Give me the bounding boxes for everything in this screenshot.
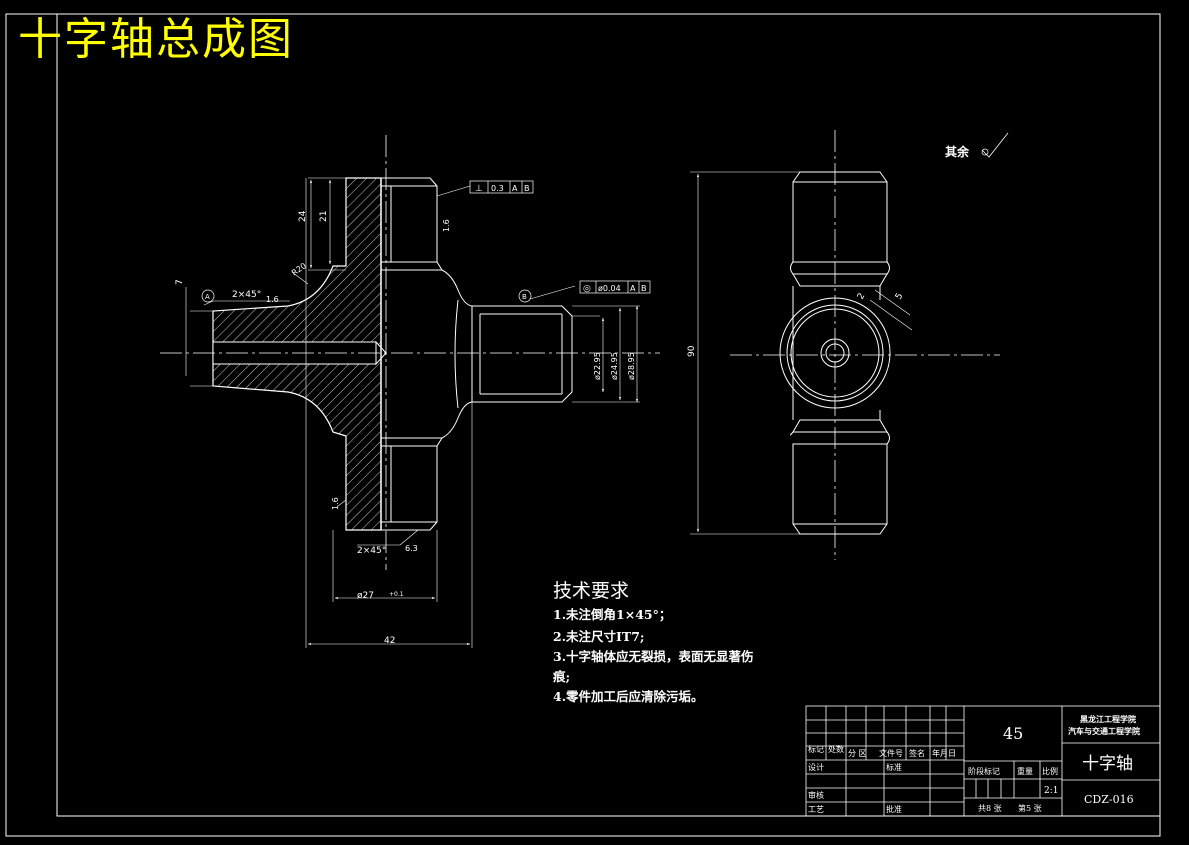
tb-sheet-no: 第5 张: [1018, 803, 1042, 813]
tech-req-line-2: 2.未注尺寸IT7;: [553, 629, 645, 644]
gdt-conc-ref-b: B: [641, 284, 647, 293]
dim-phi22: ø22.95: [593, 352, 602, 380]
dim-roughness-3: 1.6: [331, 497, 340, 510]
datum-a-label: A: [205, 293, 210, 301]
tb-part-name: 十字轴: [1082, 754, 1133, 774]
roughness-note: 其余: [945, 144, 970, 159]
dim-phi27-tol: +0.1: [389, 591, 404, 598]
dim-phi27: ø27: [357, 591, 374, 601]
tb-school: 黑龙江工程学院: [1080, 714, 1136, 724]
gdt-perp-value: 0.3: [491, 184, 504, 193]
dim-r2: 2: [856, 292, 868, 302]
tb-drawing-no: CDZ-016: [1084, 793, 1134, 806]
gdt-conc-symbol: ◎: [583, 284, 591, 294]
tech-req-line-3: 3.十字轴体应无裂损，表面无显著伤: [553, 649, 754, 664]
gdt-perp-symbol: ⊥: [475, 184, 483, 194]
outer-border: [5, 13, 1161, 837]
tb-weight: 重量: [1017, 766, 1033, 776]
gdt-conc-value: ø0.04: [598, 284, 621, 293]
dim-r20: R20: [290, 261, 308, 277]
gdt-perp-ref-a: A: [512, 184, 518, 193]
dim-24: 24: [298, 210, 308, 222]
tb-doc-no: 文件号: [879, 748, 903, 758]
tech-req-line-1: 1.未注倒角1×45°；: [553, 607, 672, 622]
gdt-perpendicularity-frame: [469, 180, 534, 194]
tb-zone: 分 区: [848, 749, 867, 758]
tb-review: 审核: [808, 790, 824, 800]
tb-stage: 阶段标记: [968, 766, 1000, 776]
tb-approve: 批准: [886, 804, 902, 814]
datum-b-label: B: [522, 293, 527, 301]
dim-phi28: ø28.95: [627, 352, 636, 380]
drawing-title: 十字轴总成图: [18, 14, 294, 65]
title-block-grid: [805, 705, 1161, 817]
dim-7: 7: [175, 279, 185, 285]
tb-count: 处数: [828, 744, 844, 754]
tb-mark: 标记: [808, 744, 824, 754]
dim-42: 42: [384, 636, 395, 646]
tb-date: 年月日: [932, 748, 956, 758]
dim-chamfer-bottom: 2×45°: [357, 546, 386, 556]
dim-90: 90: [687, 345, 697, 357]
section-view: [160, 135, 660, 648]
gdt-perp-ref-b: B: [524, 184, 530, 193]
tb-sheets-total: 共8 张: [978, 804, 1002, 813]
tb-material: 45: [1003, 724, 1023, 743]
tb-sign: 签名: [909, 748, 925, 758]
tech-requirements-title: 技术要求: [553, 580, 630, 602]
tb-scale: 比例: [1042, 766, 1058, 776]
gdt-conc-ref-a: A: [630, 284, 636, 293]
dim-roughness-2: 1.6: [442, 219, 451, 232]
dim-r5: 5: [894, 292, 906, 302]
dim-chamfer-top: 2×45°: [232, 290, 261, 300]
dim-roughness-1: 1.6: [266, 295, 279, 304]
front-view: [690, 130, 1009, 560]
gdt-concentricity-frame: [579, 280, 651, 294]
tb-scale-value: 2:1: [1044, 786, 1058, 796]
dim-21: 21: [319, 211, 329, 222]
tb-dept: 汽车与交通工程学院: [1068, 726, 1140, 736]
inner-border: [56, 13, 1161, 817]
tech-req-line-5: 4.零件加工后应清除污垢。: [553, 689, 704, 704]
dim-roughness-63: 6.3: [405, 544, 418, 553]
tb-process: 工艺: [808, 805, 824, 814]
tb-design: 设计: [808, 762, 824, 772]
tb-standardize: 标准: [886, 762, 902, 772]
tech-req-line-4: 痕;: [553, 669, 571, 684]
dim-phi24: ø24.95: [610, 352, 619, 380]
